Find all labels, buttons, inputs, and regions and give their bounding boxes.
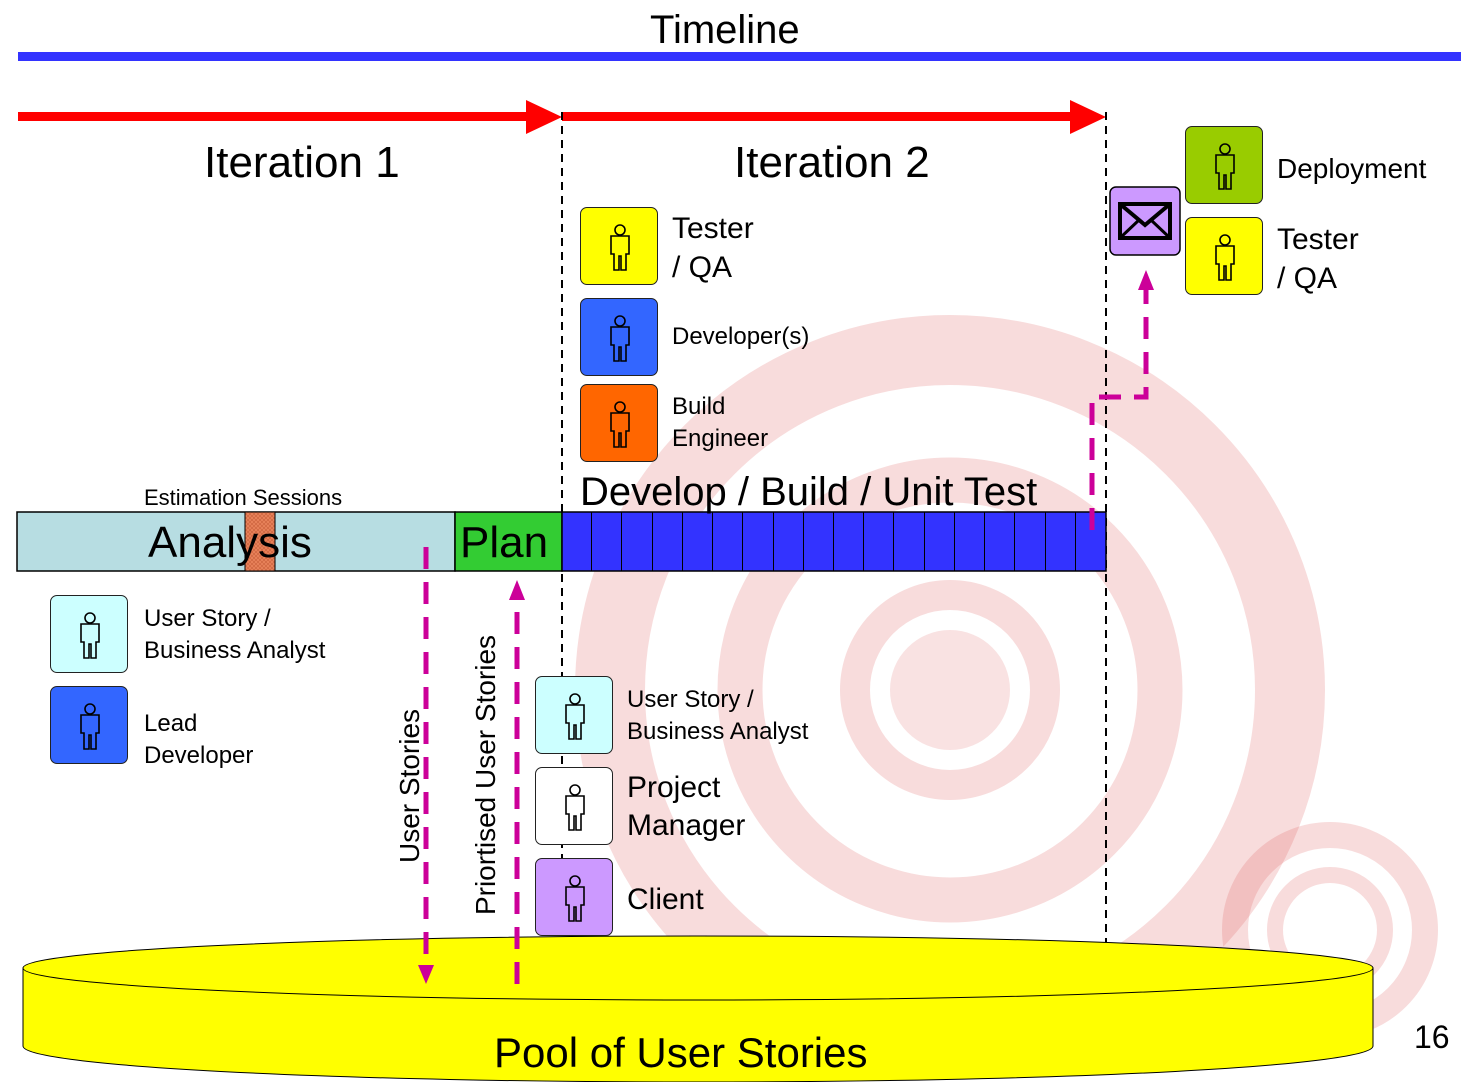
plan-label: Plan [460, 518, 549, 567]
person-icon [565, 875, 585, 922]
role-card-lead-developer [50, 686, 128, 764]
iteration-2-arrow [562, 100, 1106, 134]
develop-sprint-cell [653, 512, 683, 571]
estimation-session-marker [244, 511, 276, 572]
role-label: Tester / QA [672, 212, 754, 284]
develop-sprint-cell [774, 512, 804, 571]
develop-sprint-cell [864, 512, 895, 571]
develop-sprint-cell [985, 512, 1016, 571]
pool-of-user-stories [22, 935, 1374, 1082]
page-number: 16 [1414, 1019, 1450, 1055]
develop-sprint-cell [955, 512, 986, 571]
develop-sprint-cell [683, 512, 714, 571]
develop-sprint-cell [834, 512, 865, 571]
develop-sprint-cell [622, 512, 653, 571]
develop-sprint-cell [1015, 512, 1046, 571]
person-icon [1215, 234, 1235, 281]
role-card-tester-qa [580, 207, 658, 285]
user-stories-flow-arrow [418, 547, 434, 984]
role-label: Developer(s) [672, 323, 810, 350]
estimation-sessions-label: Estimation Sessions [144, 485, 343, 510]
person-icon [610, 401, 630, 448]
role-label: Tester / QA [1277, 223, 1359, 295]
develop-sprint-cell [925, 512, 955, 571]
person-icon [565, 693, 585, 740]
title-rule [18, 52, 1461, 61]
prioritised-flow-label: Priortised User Stories [470, 634, 501, 916]
role-card-project-manager [535, 767, 613, 845]
analysis-label: Analysis [148, 518, 312, 567]
person-icon [80, 612, 100, 659]
role-card-developers [580, 298, 658, 376]
develop-sprint-cell [562, 512, 593, 571]
develop-phase-bar [561, 511, 1107, 572]
develop-sprint-cell [592, 512, 623, 571]
pool-label: Pool of User Stories [494, 1029, 868, 1076]
develop-sprint-cell [894, 512, 925, 571]
role-card-user-story-analyst [50, 595, 128, 673]
role-card-user-story-analyst [535, 676, 613, 754]
develop-sprint-cell [1046, 512, 1076, 571]
slide-title: Timeline [650, 8, 800, 52]
role-label: Build Engineer [672, 393, 769, 452]
person-icon [1215, 143, 1235, 190]
role-label: User Story / Business Analyst [144, 605, 326, 664]
role-card-tester-qa [1185, 217, 1263, 295]
role-label: Project Manager [627, 771, 746, 842]
develop-sprint-cell [804, 512, 834, 571]
person-icon [80, 703, 100, 750]
person-icon [610, 224, 630, 271]
develop-build-unit-test-label: Develop / Build / Unit Test [580, 470, 1038, 514]
analysis-phase-bar [16, 511, 456, 572]
iteration-1-arrow [18, 100, 562, 134]
role-label: Deployment [1277, 153, 1427, 184]
person-icon [610, 315, 630, 362]
role-label: User Story / Business Analyst [627, 686, 809, 745]
release-flow-arrow [1089, 270, 1154, 530]
develop-sprint-cell [713, 512, 744, 571]
iteration-1-label: Iteration 1 [204, 138, 400, 187]
role-card-client [535, 858, 613, 936]
role-label: Lead Developer [144, 710, 254, 769]
role-card-deployment [1185, 126, 1263, 204]
prioritised-flow-arrow [509, 580, 525, 984]
envelope-icon [1109, 186, 1181, 256]
role-card-build-engineer [580, 384, 658, 462]
develop-sprint-cell [743, 512, 774, 571]
user-stories-flow-label: User Stories [394, 708, 425, 864]
role-label: Client [627, 883, 704, 916]
iteration-2-label: Iteration 2 [734, 138, 930, 187]
person-icon [565, 784, 585, 831]
